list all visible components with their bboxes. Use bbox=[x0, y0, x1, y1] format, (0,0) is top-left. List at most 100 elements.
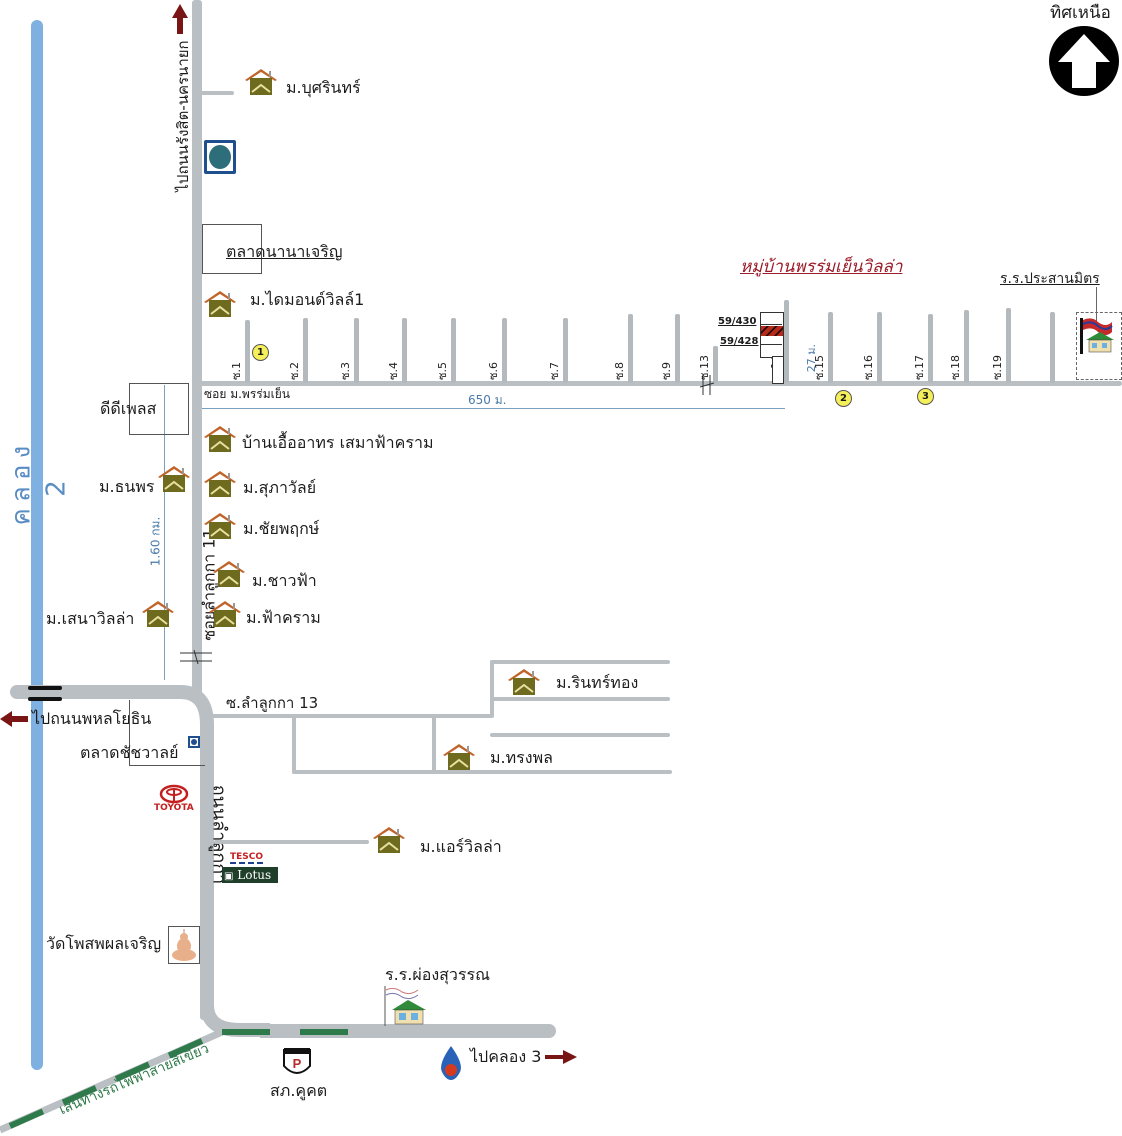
highlighted-unit bbox=[761, 326, 783, 336]
village-house-icon bbox=[204, 426, 236, 452]
nana-market-label[interactable]: ตลาดนานาเจริญ bbox=[226, 242, 343, 261]
bank-icon bbox=[204, 140, 236, 174]
village-house-icon bbox=[508, 669, 540, 695]
marker-2[interactable]: 2 bbox=[835, 390, 852, 407]
soi-branch bbox=[828, 312, 833, 383]
road-break-icon bbox=[699, 375, 715, 395]
arrow-up-icon bbox=[172, 4, 188, 34]
soi-branch bbox=[964, 310, 969, 383]
senavilla-label[interactable]: ม.เสนาวิลล่า bbox=[46, 609, 135, 628]
lotus-flower-icon: ▣ bbox=[224, 871, 234, 882]
buddha-icon bbox=[168, 926, 200, 964]
soi-branch bbox=[502, 318, 507, 383]
soi-promyen-label: ซอย ม.พรร่มเย็น bbox=[204, 387, 290, 401]
chaiwal-market-box bbox=[129, 700, 205, 766]
svg-text:P: P bbox=[293, 1056, 302, 1071]
road-segment bbox=[292, 714, 296, 774]
village-house-icon bbox=[245, 69, 277, 95]
soi-label: ซ.13 bbox=[698, 355, 711, 380]
dim-27m-label: 27 ม. bbox=[805, 344, 818, 373]
house-59-428: 59/428 bbox=[720, 336, 759, 347]
road-to-busarin bbox=[200, 91, 234, 95]
airvilla-label[interactable]: ม.แอร์วิลล่า bbox=[420, 837, 502, 856]
marker-3[interactable]: 3 bbox=[917, 388, 934, 405]
marker-1[interactable]: 1 bbox=[252, 344, 269, 361]
thanaporn-label[interactable]: ม.ธนพร bbox=[99, 477, 155, 496]
toyota-logo-icon bbox=[159, 784, 189, 804]
village-house-icon bbox=[204, 513, 236, 539]
soi-label: ซ.1 bbox=[230, 362, 243, 380]
soi-label: ซ.7 bbox=[548, 362, 561, 380]
tesco-label: TESCO bbox=[230, 852, 264, 864]
soi-label: ซ.5 bbox=[436, 362, 449, 380]
leader-line bbox=[1096, 287, 1097, 321]
dim-1-60km-label: 1.60 กม. bbox=[148, 516, 163, 567]
lotus-logo: ▣ Lotus bbox=[222, 867, 278, 883]
village-house-icon bbox=[213, 561, 245, 587]
road-segment bbox=[490, 733, 670, 737]
arrow-right-icon bbox=[545, 1050, 577, 1064]
road-segment bbox=[490, 660, 670, 664]
soi-13-label: ซ.ลำลูกกา 13 bbox=[226, 694, 319, 712]
soi-label: ซ.16 bbox=[862, 355, 875, 380]
canal-khlong-2 bbox=[31, 20, 43, 1070]
chaiwal-market-label[interactable]: ตลาดชัชวาลย์ bbox=[80, 743, 179, 762]
dd-place-box bbox=[129, 383, 189, 435]
police-station-icon: P bbox=[283, 1048, 311, 1074]
chaiyapruek-label[interactable]: ม.ชัยพฤกษ์ bbox=[243, 519, 320, 538]
school-phong-label[interactable]: ร.ร.ผ่องสุวรรณ bbox=[385, 965, 490, 984]
village-title: หมู่บ้านพรร่มเย็นวิลล่า bbox=[740, 257, 903, 277]
arrow-left-icon bbox=[0, 711, 28, 727]
north-arrow-icon bbox=[1049, 26, 1119, 96]
lotus-label: Lotus bbox=[237, 868, 272, 882]
soi-label: ซ.19 bbox=[991, 355, 1004, 380]
to-phahon-label: ไปถนนพหลโยธิน bbox=[32, 709, 152, 728]
busarin-label[interactable]: ม.บุศรินทร์ bbox=[286, 78, 361, 97]
chaofa-label[interactable]: ม.ชาวฟ้า bbox=[252, 571, 317, 590]
skytrain-line bbox=[0, 1028, 350, 1134]
soi-branch bbox=[784, 300, 789, 383]
road-segment bbox=[490, 697, 670, 701]
supawan-label[interactable]: ม.สุภาวัลย์ bbox=[243, 478, 317, 497]
road-soi-lamlukka-11 bbox=[192, 0, 202, 700]
dim-line-1-60km bbox=[164, 385, 165, 680]
school-icon bbox=[384, 986, 426, 1026]
road-segment bbox=[432, 714, 436, 772]
police-label[interactable]: สภ.คูคต bbox=[270, 1081, 328, 1100]
soi-label: ซ.6 bbox=[487, 362, 500, 380]
soi-label: ซ.18 bbox=[949, 355, 962, 380]
soi-label: ซ.9 bbox=[660, 362, 673, 380]
house-59-430: 59/430 bbox=[718, 316, 757, 327]
road-soi-13 bbox=[212, 714, 492, 718]
road-soi-promyen bbox=[200, 381, 1122, 386]
soi-branch bbox=[1006, 308, 1011, 383]
dim-line-650m bbox=[202, 408, 785, 409]
road-segment bbox=[292, 770, 672, 774]
village-house-icon bbox=[443, 744, 475, 770]
school-prasanmit-label: ร.ร.ประสานมิตร bbox=[1000, 271, 1100, 287]
soi-branch bbox=[713, 346, 718, 383]
canal-label: คลอง 2 bbox=[6, 439, 72, 526]
wat-label[interactable]: วัดโพสพผลเจริญ bbox=[46, 934, 162, 953]
diamond-label[interactable]: ม.ไดมอนด์วิลล์1 bbox=[250, 290, 365, 309]
village-house-icon bbox=[204, 471, 236, 497]
fakram-label[interactable]: ม.ฟ้าคราม bbox=[246, 608, 321, 627]
village-house-icon bbox=[142, 601, 174, 627]
to-khlong3-label: ไปคลอง 3 bbox=[470, 1047, 542, 1066]
bridge-mark bbox=[28, 686, 62, 690]
dd-place-label[interactable]: ดีดีเพลส bbox=[100, 399, 157, 418]
soi-branch bbox=[303, 318, 308, 383]
bank-icon bbox=[188, 736, 200, 748]
toyota-label: TOYOTA bbox=[154, 803, 194, 813]
north-label: ทิศเหนือ bbox=[1050, 3, 1111, 23]
rinthong-label[interactable]: ม.รินทร์ทอง bbox=[556, 673, 639, 692]
soi-branch bbox=[628, 314, 633, 383]
road-break-icon bbox=[180, 649, 212, 665]
soi-branch bbox=[563, 318, 568, 383]
songphon-label[interactable]: ม.ทรงพล bbox=[490, 748, 553, 767]
project-building[interactable] bbox=[760, 312, 784, 384]
soi-branch bbox=[451, 318, 456, 383]
soi-branch bbox=[675, 314, 680, 383]
baan-uea-label[interactable]: บ้านเอื้ออาทร เสมาฟ้าคราม bbox=[242, 433, 434, 452]
village-house-icon bbox=[158, 466, 190, 492]
